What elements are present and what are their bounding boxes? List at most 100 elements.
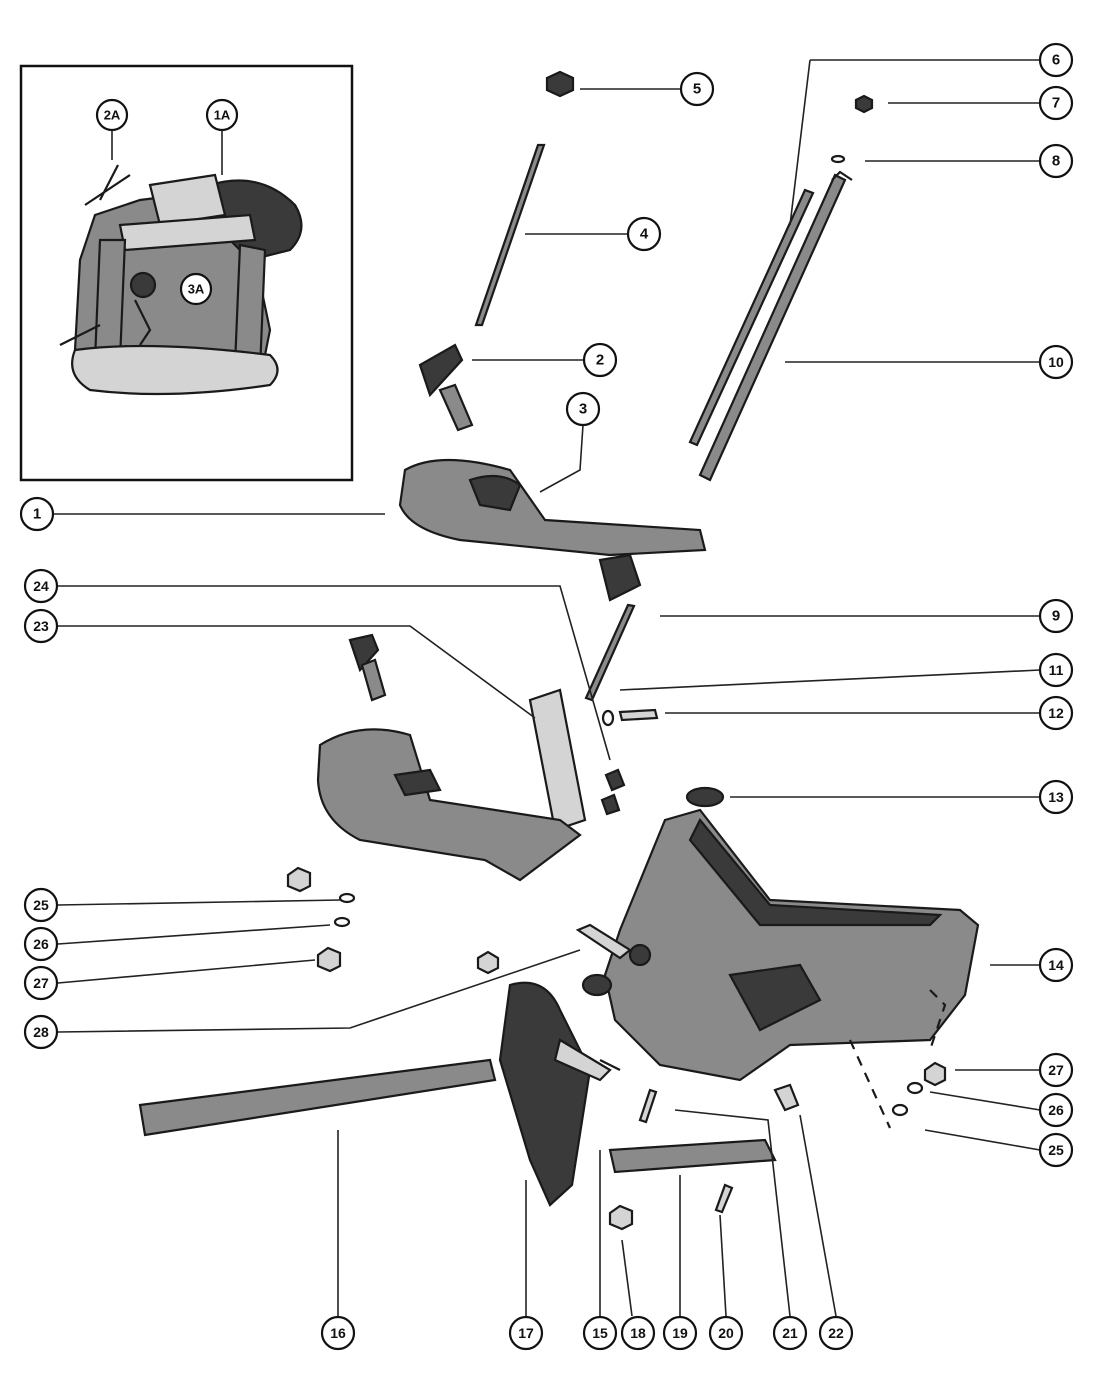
part-17-tilt-plate	[498, 981, 592, 1207]
svg-text:24: 24	[33, 578, 49, 594]
svg-text:20: 20	[718, 1325, 734, 1341]
part-lower-handle	[348, 633, 380, 673]
svg-text:5: 5	[693, 81, 701, 98]
svg-text:11: 11	[1049, 662, 1064, 678]
part-27-nut-left	[316, 946, 342, 973]
part-13-washer	[685, 786, 725, 808]
callout-21: 21	[772, 1315, 808, 1351]
callout-3: 3	[565, 391, 601, 427]
callout-14: 14	[1038, 947, 1074, 983]
callout-16: 16	[320, 1315, 356, 1351]
svg-text:22: 22	[828, 1325, 844, 1341]
part-2-handle	[418, 343, 464, 398]
callout-28: 28	[23, 1014, 59, 1050]
callout-6: 6	[1038, 42, 1074, 78]
callout-19: 19	[662, 1315, 698, 1351]
part-25-washer-left	[338, 892, 356, 904]
part-14-clamp-bracket	[603, 808, 980, 1082]
parts-layer	[138, 70, 980, 1231]
svg-text:2: 2	[596, 352, 604, 369]
inset-callout-1A: 1A	[205, 98, 239, 132]
part-18-nut	[608, 1204, 634, 1231]
part-lower-bracket	[316, 728, 582, 882]
part-4-rod	[474, 143, 546, 327]
callout-11: 11	[1038, 652, 1074, 688]
callout-18: 18	[620, 1315, 656, 1351]
part-16-tilt-tube	[138, 1058, 497, 1137]
part-20-bolt	[714, 1183, 734, 1214]
svg-text:16: 16	[330, 1325, 346, 1341]
part-19-link	[608, 1138, 777, 1174]
svg-text:12: 12	[1048, 705, 1064, 721]
callout-26: 26	[23, 926, 59, 962]
svg-text:4: 4	[640, 226, 649, 243]
svg-text:17: 17	[518, 1325, 534, 1341]
callout-15: 15	[582, 1315, 618, 1351]
svg-text:18: 18	[630, 1325, 646, 1341]
svg-text:7: 7	[1052, 95, 1060, 112]
svg-text:13: 13	[1048, 789, 1064, 805]
part-24-nut	[604, 768, 626, 792]
svg-text:19: 19	[672, 1325, 688, 1341]
callout-9: 9	[1038, 598, 1074, 634]
callout-27b: 27	[1038, 1052, 1074, 1088]
part-8-washer	[830, 154, 846, 164]
callout-25: 25	[23, 887, 59, 923]
svg-text:2A: 2A	[104, 108, 121, 123]
callout-5: 5	[679, 71, 715, 107]
svg-text:27: 27	[1048, 1062, 1064, 1078]
svg-text:27: 27	[33, 975, 49, 991]
callout-23: 23	[23, 608, 59, 644]
svg-text:14: 14	[1048, 957, 1064, 973]
part-21-bolt	[638, 1088, 658, 1124]
part-12-bolt	[618, 708, 659, 722]
callout-7: 7	[1038, 85, 1074, 121]
svg-text:3A: 3A	[188, 282, 205, 297]
callout-4: 4	[626, 216, 662, 252]
callout-22: 22	[818, 1315, 854, 1351]
part-27-nut-right	[923, 1061, 947, 1087]
callout-12: 12	[1038, 695, 1074, 731]
svg-text:1A: 1A	[214, 108, 231, 123]
part-26-washer-right	[906, 1081, 924, 1095]
part-1-bracket	[398, 458, 707, 557]
callout-24: 24	[23, 568, 59, 604]
part-11-washer	[601, 709, 615, 727]
svg-text:25: 25	[33, 897, 49, 913]
svg-text:21: 21	[782, 1325, 798, 1341]
svg-text:26: 26	[1048, 1102, 1064, 1118]
part-25-washer-right	[891, 1103, 909, 1117]
callout-13: 13	[1038, 779, 1074, 815]
callout-17: 17	[508, 1315, 544, 1351]
callout-26b: 26	[1038, 1092, 1074, 1128]
svg-text:10: 10	[1048, 354, 1064, 370]
callout-20: 20	[708, 1315, 744, 1351]
part-26-washer-left	[333, 916, 351, 928]
part-23-plate	[528, 688, 587, 832]
svg-text:26: 26	[33, 936, 49, 952]
part-15-pin	[599, 1059, 621, 1071]
svg-text:28: 28	[33, 1024, 49, 1040]
inset-panel: 1A 2A 3A	[19, 64, 354, 482]
leader-lines	[52, 59, 1041, 1317]
svg-text:9: 9	[1052, 608, 1060, 625]
part-7-nut	[854, 94, 874, 114]
svg-text:8: 8	[1052, 153, 1060, 170]
svg-text:3: 3	[579, 401, 587, 418]
part-6-rod	[688, 188, 815, 447]
inset-callout-3A: 3A	[179, 272, 213, 306]
part-5-nut	[545, 70, 575, 98]
part-10-rod	[698, 173, 847, 482]
callout-27: 27	[23, 965, 59, 1001]
part-28-bolt	[575, 923, 632, 960]
callout-1: 1	[19, 496, 55, 532]
svg-text:15: 15	[592, 1325, 608, 1341]
svg-text:23: 23	[33, 618, 49, 634]
inset-callout-2A: 2A	[95, 98, 129, 132]
callout-2: 2	[582, 342, 618, 378]
part-9-rod	[584, 603, 636, 702]
callout-8: 8	[1038, 143, 1074, 179]
callout-25b: 25	[1038, 1132, 1074, 1168]
inset-bracket-illustration	[59, 164, 303, 396]
